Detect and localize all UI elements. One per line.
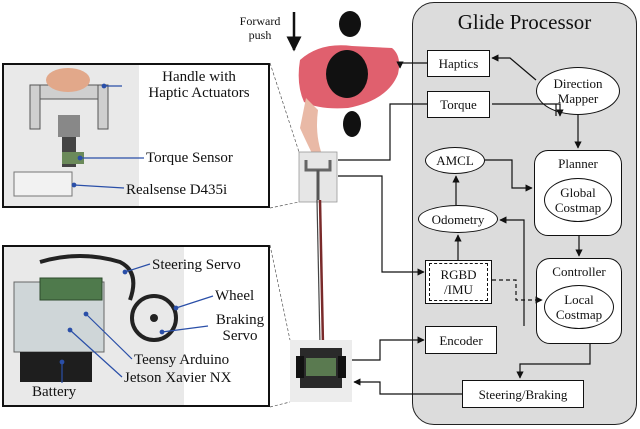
handle-pointer-lines — [71, 83, 144, 189]
torque-block: Torque — [427, 91, 490, 118]
realsense-label: Realsense D435i — [126, 182, 228, 198]
processor-title: Glide Processor — [457, 10, 592, 34]
jetson-label: Jetson Xavier NX — [124, 370, 232, 386]
battery-label: Battery — [32, 384, 77, 400]
handle-label: Handle with Haptic Actuators — [148, 69, 250, 101]
encoder-block: Encoder — [425, 326, 497, 354]
base-pointer-lines — [59, 263, 214, 383]
base-photo-illustration — [13, 254, 178, 382]
steering-servo-label: Steering Servo — [152, 257, 241, 273]
braking-servo-label: Braking Servo — [215, 312, 265, 344]
rgbd-imu-block: RGBD/IMU — [425, 260, 492, 304]
haptics-block: Haptics — [427, 50, 490, 77]
zoom-lines — [269, 62, 300, 408]
handle-photo-illustration — [13, 68, 109, 197]
controller-label: Controller — [552, 264, 606, 279]
planner-label: Planner — [558, 156, 598, 171]
steering-braking-block: Steering/Braking — [462, 380, 584, 408]
processor-connections — [452, 54, 591, 379]
wheel-label: Wheel — [215, 288, 255, 304]
io-connections — [338, 61, 462, 395]
cane-illustration — [290, 151, 352, 402]
odometry-block: Odometry — [418, 205, 498, 233]
torque-sensor-label: Torque Sensor — [146, 150, 233, 166]
person-top-view — [298, 11, 400, 165]
amcl-block: AMCL — [425, 147, 485, 174]
teensy-label: Teensy Arduino — [134, 352, 230, 368]
